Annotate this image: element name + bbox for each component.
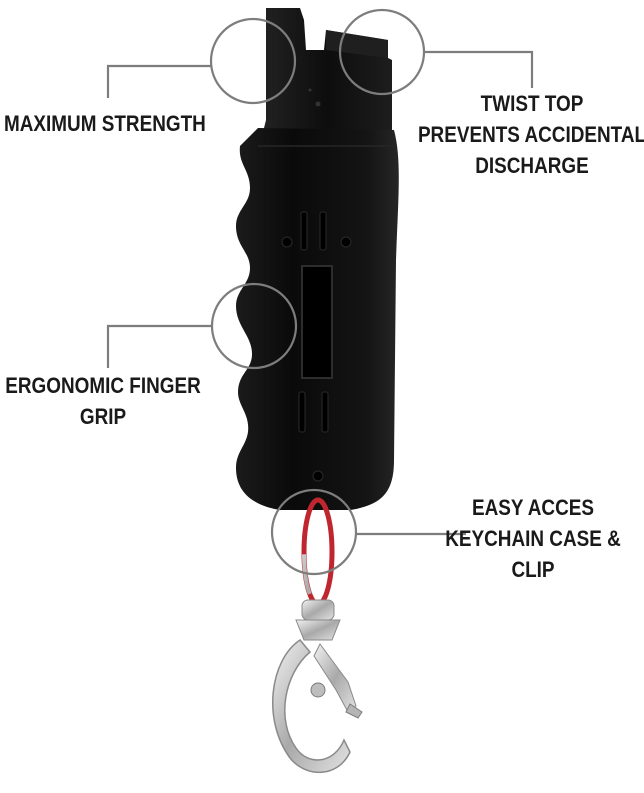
callout-text-line: DISCHARGE: [475, 153, 589, 178]
twist-top-cap: [262, 8, 392, 136]
callout-text-line: EASY ACCES: [472, 495, 594, 520]
callout-line-ergonomic-grip: [106, 324, 212, 368]
callout-line-twist-top: [424, 50, 534, 88]
callout-circle-maximum-strength: [209, 17, 297, 105]
callout-text-line: GRIP: [79, 404, 127, 429]
callout-line-maximum-strength: [106, 64, 211, 98]
callout-text-line: ERGONOMIC FINGER: [5, 373, 201, 398]
callout-circle-keychain: [270, 488, 358, 576]
callout-graphics: [106, 8, 534, 576]
callout-text-line: TWIST TOP: [480, 91, 584, 116]
callout-text-line: KEYCHAIN CASE &: [445, 526, 621, 551]
callout-text-line: MAXIMUM STRENGTH: [4, 111, 206, 136]
callout-maximum-strength: MAXIMUM STRENGTH: [4, 108, 206, 139]
keychain-clip: [271, 497, 363, 773]
callout-ergonomic-grip: ERGONOMIC FINGER GRIP: [0, 370, 228, 432]
callout-text-line: CLIP: [511, 557, 555, 582]
callout-twist-top: TWIST TOP PREVENTS ACCIDENTAL DISCHARGE: [412, 88, 644, 181]
callout-keychain-case: EASY ACCES KEYCHAIN CASE & CLIP: [434, 492, 632, 585]
callout-text-line: PREVENTS ACCIDENTAL: [417, 122, 644, 147]
grip-body: [236, 128, 399, 510]
